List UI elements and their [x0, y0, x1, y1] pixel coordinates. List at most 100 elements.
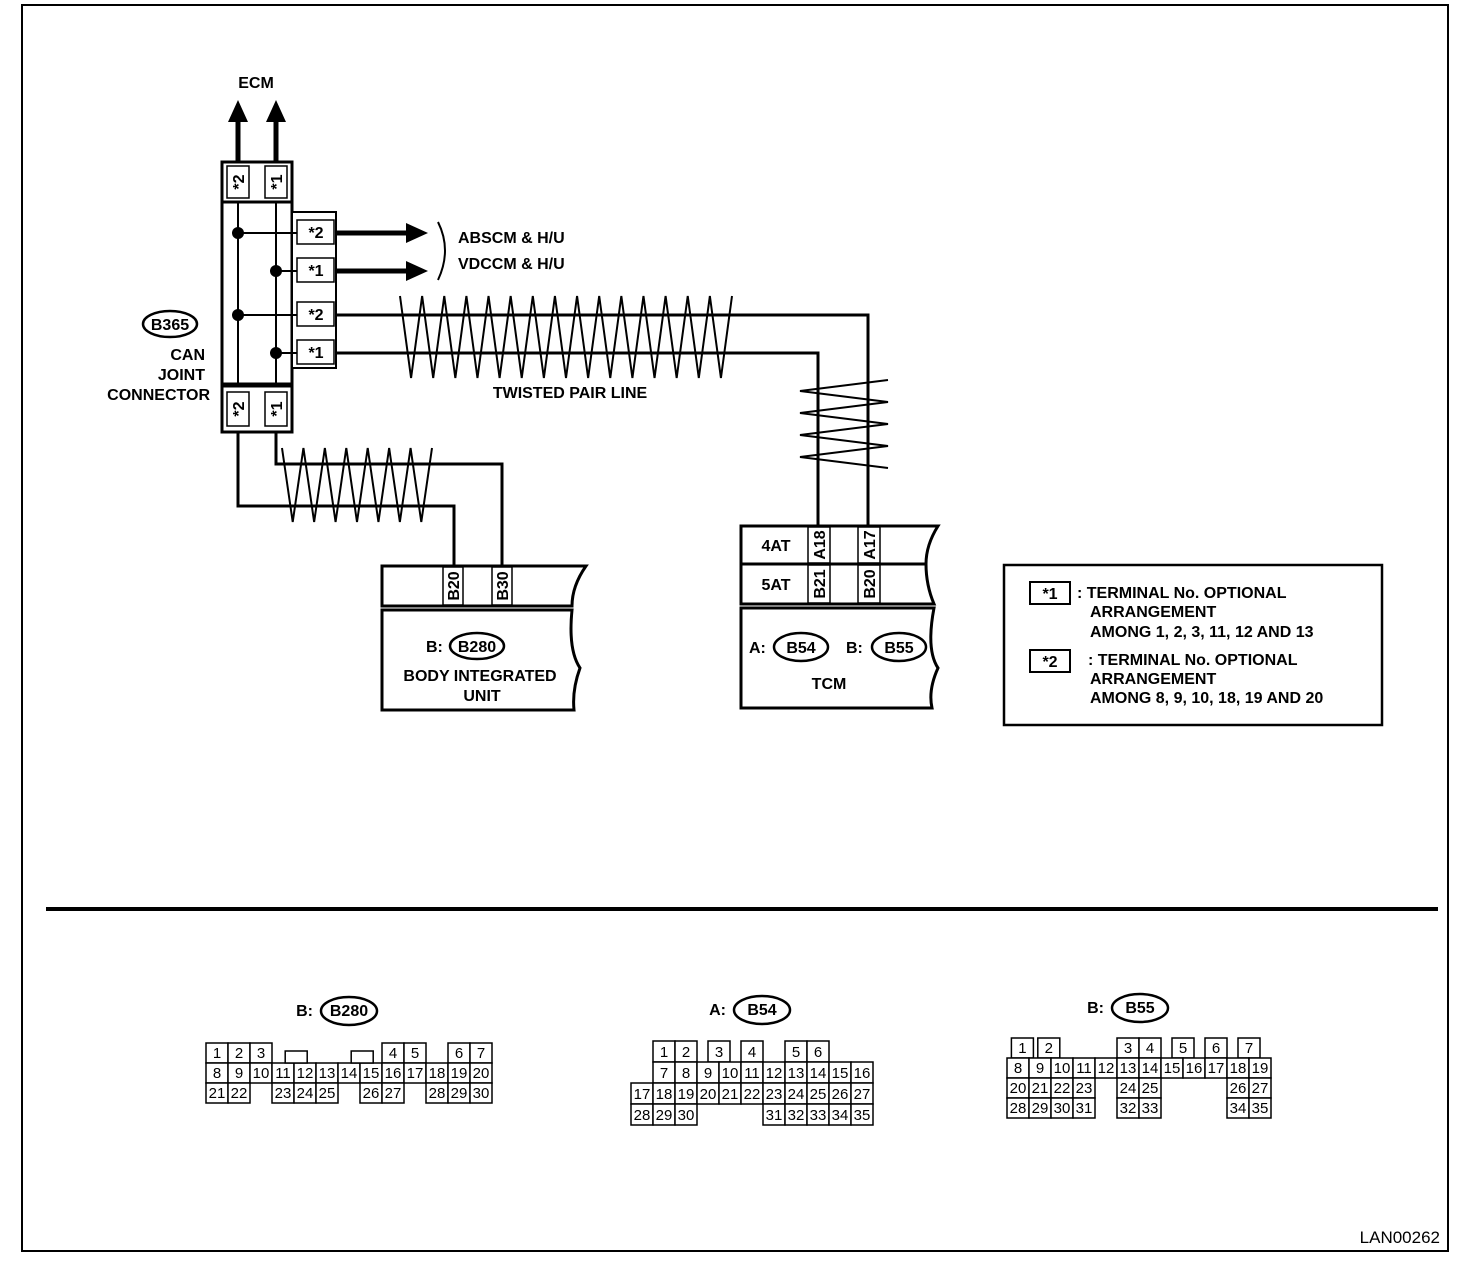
pin-number: 5: [411, 1045, 419, 1062]
pin-number: 13: [319, 1065, 336, 1082]
abs-label: ABSCM & H/U: [458, 230, 565, 247]
pin-cell: [469, 1082, 493, 1104]
tcm-pin-b20: B20: [862, 569, 879, 598]
connector-prefix: B:: [1087, 1000, 1104, 1017]
connector-prefix: A:: [709, 1002, 726, 1019]
pin-number: 27: [854, 1086, 871, 1103]
connector-code: B55: [1125, 1000, 1154, 1017]
pin-number: 9: [235, 1065, 243, 1082]
can-bottom-pin-1: *2: [231, 401, 248, 416]
connector-badge: [732, 994, 792, 1026]
can-name-line-1: CAN: [170, 347, 205, 364]
pin-number: 8: [682, 1065, 690, 1082]
twisted-pair-to-body-unit: [236, 432, 504, 567]
legend-box: [1002, 563, 1384, 727]
pin-number: 6: [1212, 1040, 1220, 1057]
pin-number: 12: [766, 1065, 783, 1082]
pin-number: 20: [700, 1086, 717, 1103]
pin-number: 6: [455, 1045, 463, 1062]
pin-number: 13: [1120, 1060, 1137, 1077]
pin-number: 29: [1032, 1100, 1049, 1117]
pin-cell: [674, 1103, 698, 1126]
pin-number: 14: [1142, 1060, 1159, 1077]
pin-number: 16: [1186, 1060, 1203, 1077]
connector-key-tab: [350, 1050, 374, 1064]
legend-1-line-3: AMONG 1, 2, 3, 11, 12 AND 13: [1090, 624, 1314, 641]
connector-badge: [319, 995, 379, 1027]
pin-number: 27: [385, 1085, 402, 1102]
pin-number: 30: [1054, 1100, 1071, 1117]
pin-number: 16: [385, 1065, 402, 1082]
pin-number: 31: [766, 1107, 783, 1124]
tcm-pin-a17: A17: [862, 530, 879, 559]
ecm-arrows: [228, 100, 286, 164]
can-side-pin-1: *2: [308, 225, 323, 242]
pin-number: 28: [1010, 1100, 1027, 1117]
connector-badge: [1110, 992, 1170, 1024]
can-side-pin-4: *1: [308, 345, 323, 362]
connector-prefix: B:: [296, 1003, 313, 1020]
twisted-pair-label: TWISTED PAIR LINE: [493, 385, 648, 402]
pin-number: 10: [722, 1065, 739, 1082]
pin-number: 18: [656, 1086, 673, 1103]
pin-number: 10: [253, 1065, 270, 1082]
pin-number: 24: [297, 1085, 314, 1102]
pin-cell: [1248, 1097, 1272, 1119]
can-bottom-pin-2: *1: [269, 401, 286, 416]
pin-cell: [227, 1082, 251, 1104]
pin-number: 12: [1098, 1060, 1115, 1077]
pin-number: 1: [213, 1045, 221, 1062]
can-side-pin-3: *2: [308, 307, 323, 324]
body-unit-code: B280: [458, 639, 496, 656]
pin-cell: [1072, 1097, 1096, 1119]
pin-number: 17: [1208, 1060, 1225, 1077]
b365-code: B365: [151, 317, 189, 334]
pin-number: 25: [319, 1085, 336, 1102]
pin-number: 8: [213, 1065, 221, 1082]
pin-number: 30: [473, 1085, 490, 1102]
tcm-code-a: B54: [786, 640, 815, 657]
pin-number: 35: [854, 1107, 871, 1124]
body-unit-name-line-2: UNIT: [463, 688, 501, 705]
pin-number: 1: [1018, 1040, 1026, 1057]
tcm-pin-a18: A18: [812, 530, 829, 559]
legend-2-line-2: ARRANGEMENT: [1090, 671, 1216, 688]
pin-number: 23: [275, 1085, 292, 1102]
pin-number: 35: [1252, 1100, 1269, 1117]
body-pin-b20: B20: [446, 571, 463, 600]
pin-number: 21: [209, 1085, 226, 1102]
pin-number: 15: [832, 1065, 849, 1082]
frame-border: [21, 4, 1449, 1252]
connector-key-tab: [284, 1050, 308, 1064]
tcm-row-4at: 4AT: [761, 538, 790, 555]
pin-number: 18: [1230, 1060, 1247, 1077]
pin-number: 23: [766, 1086, 783, 1103]
tcm-b54-badge: [772, 631, 830, 663]
pin-number: 22: [744, 1086, 761, 1103]
pin-number: 7: [477, 1045, 485, 1062]
pin-number: 26: [363, 1085, 380, 1102]
connector-code: B280: [330, 1003, 368, 1020]
pin-number: 7: [660, 1065, 668, 1082]
pin-number: 7: [1245, 1040, 1253, 1057]
tcm-prefix-b: B:: [846, 640, 863, 657]
pin-number: 13: [788, 1065, 805, 1082]
ecm-label: ECM: [238, 75, 274, 92]
pin-cell: [850, 1103, 874, 1126]
pin-number: 6: [814, 1044, 822, 1061]
pin-number: 11: [275, 1065, 291, 1082]
pin-number: 32: [1120, 1100, 1137, 1117]
pin-number: 1: [660, 1044, 668, 1061]
pin-number: 21: [1032, 1080, 1049, 1097]
pin-number: 9: [704, 1065, 712, 1082]
pin-number: 33: [810, 1107, 827, 1124]
tcm-b55-badge: [870, 631, 928, 663]
can-top-pin-2: *1: [269, 174, 286, 189]
tcm-prefix-a: A:: [749, 640, 766, 657]
pin-number: 9: [1036, 1060, 1044, 1077]
pin-number: 8: [1014, 1060, 1022, 1077]
pin-number: 3: [715, 1044, 723, 1061]
pin-number: 16: [854, 1065, 871, 1082]
